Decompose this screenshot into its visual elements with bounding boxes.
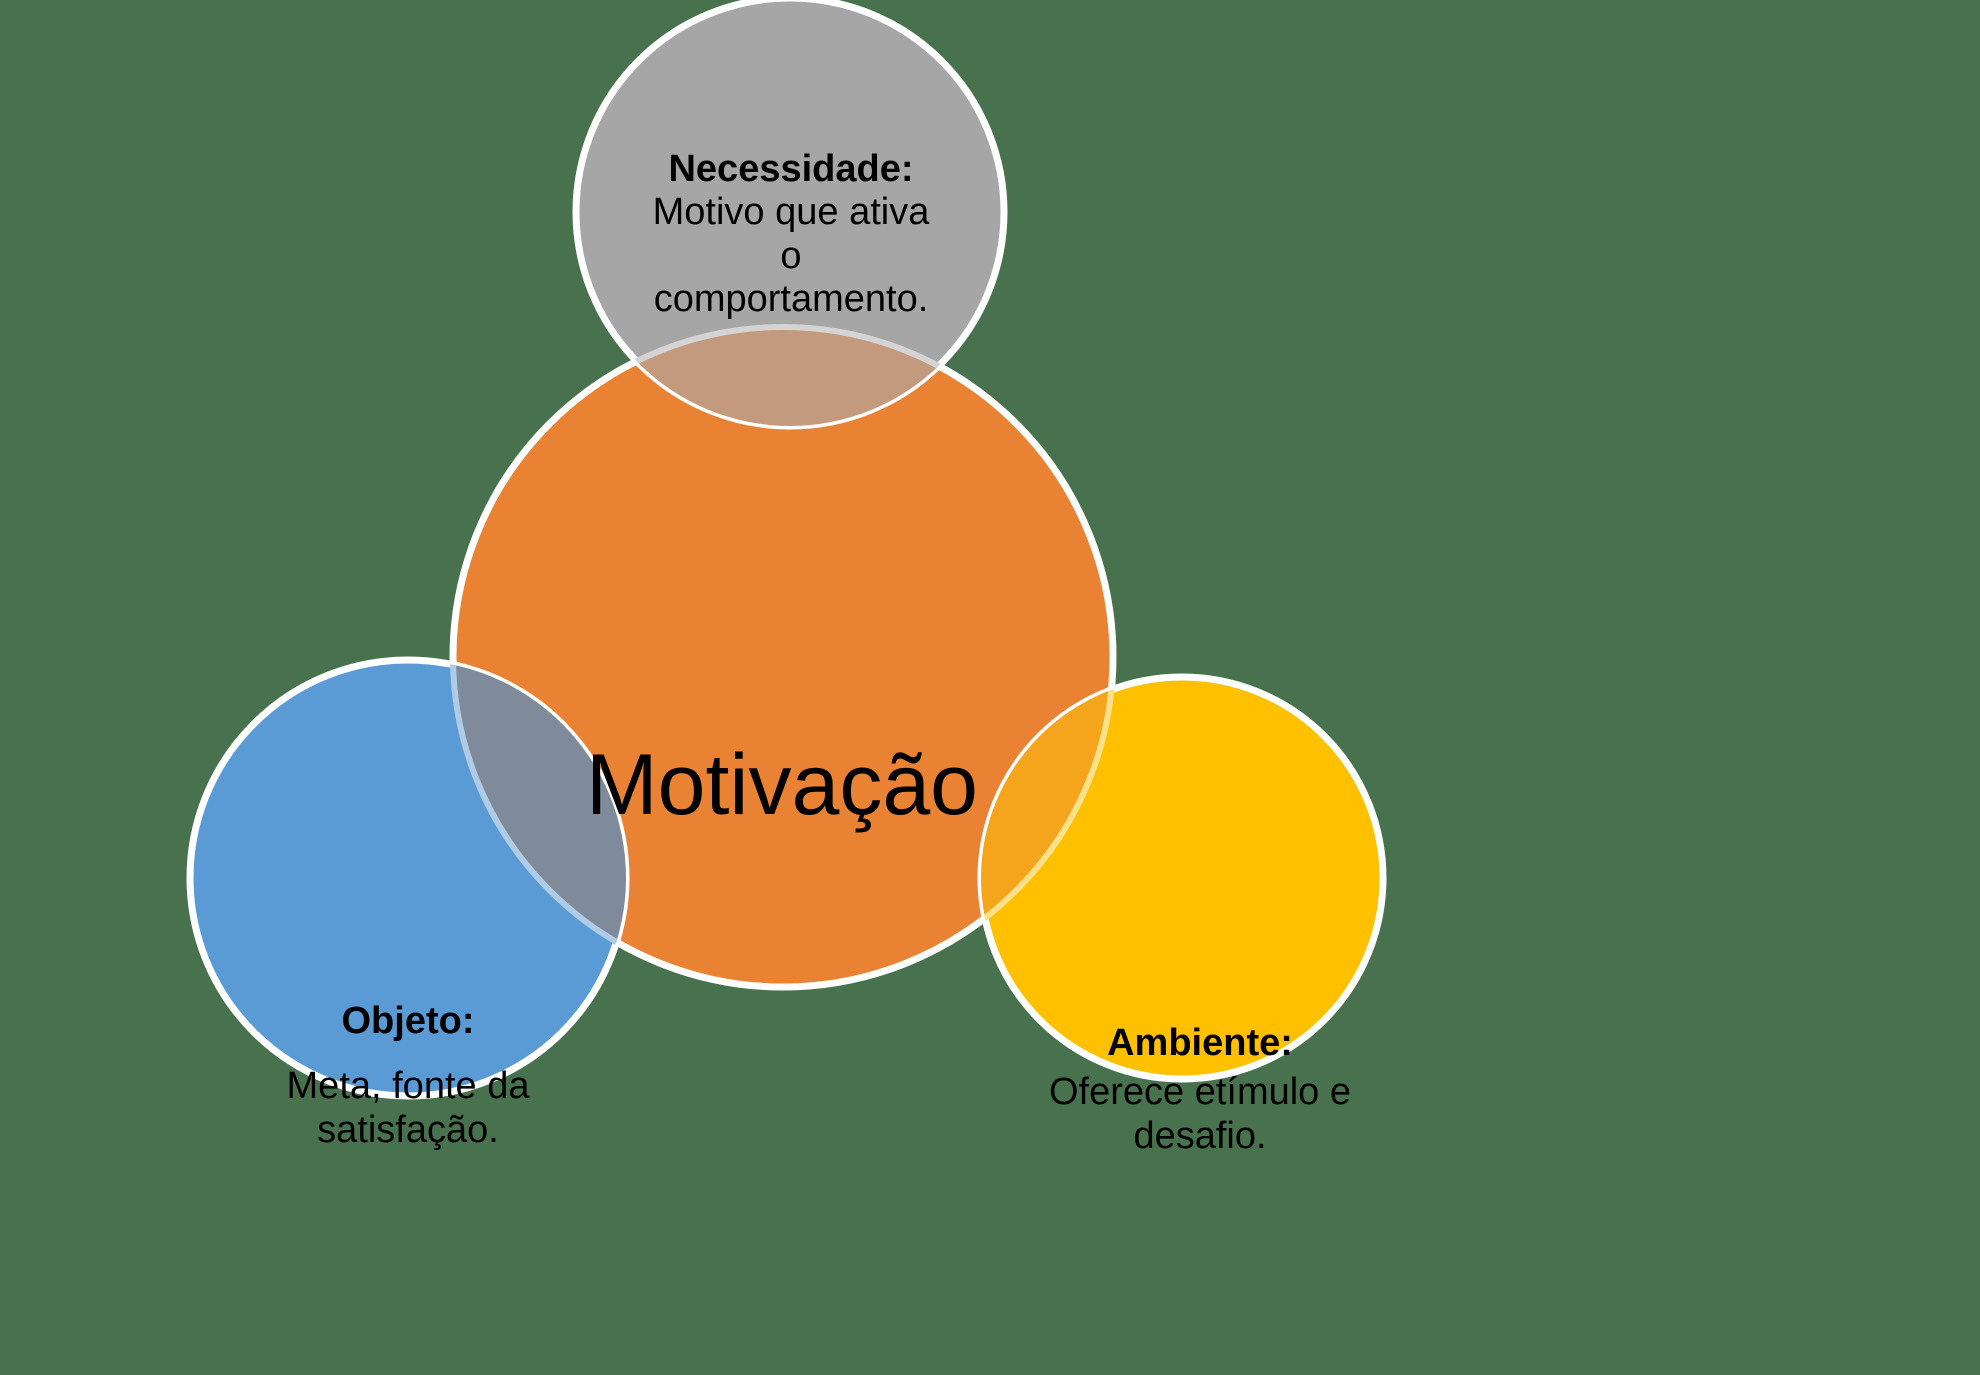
overlap-necessidade-motivacao (576, 324, 1004, 426)
overlap-objeto-motivacao (450, 660, 626, 990)
